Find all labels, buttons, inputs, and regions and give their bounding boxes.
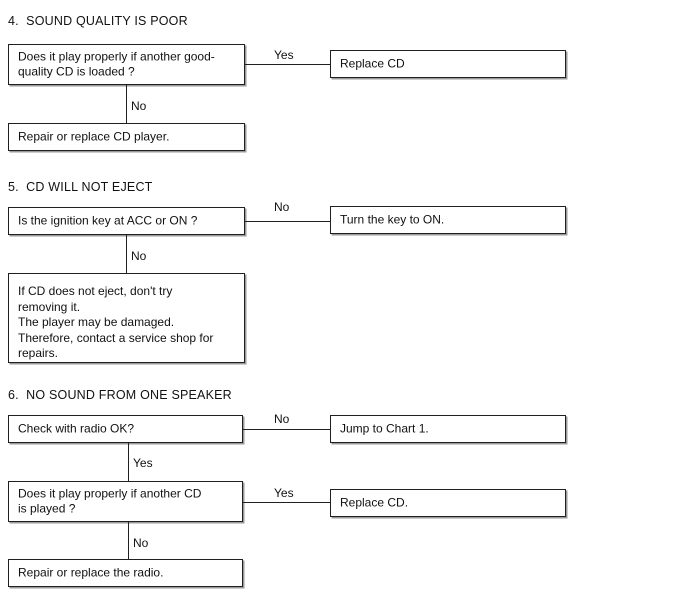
action-box-replace-cd[interactable]: Replace CD [330,50,566,78]
action-box-repair-radio-text: Repair or replace the radio. [18,565,164,580]
edge-no-ignition-key [245,221,330,222]
edge-no-check-radio [243,429,330,430]
edge-yes-check-radio [128,443,129,481]
edge-label-no-check-radio: No [274,412,290,426]
edge-yes-another-cd [243,502,330,503]
edge-no-another-cd [128,522,129,559]
decision-box-ignition-key-text: Is the ignition key at ACC or ON ? [18,213,198,228]
edge-label-no-sound-quality: No [131,99,147,113]
decision-box-sound-quality[interactable]: Does it play properly if another good- q… [8,44,245,85]
edge-label-no-another-cd: No [133,536,149,550]
section-heading-5: 5. CD WILL NOT EJECT [8,180,153,194]
section-heading-4: 4. SOUND QUALITY IS POOR [8,14,188,28]
decision-box-check-radio-text: Check with radio OK? [18,421,135,436]
decision-box-another-cd-text: Does it play properly if another CD is p… [18,486,202,516]
section-heading-6: 6. NO SOUND FROM ONE SPEAKER [8,388,232,402]
decision-box-sound-quality-text: Does it play properly if another good- q… [18,49,215,79]
edge-yes-sound-quality [245,64,330,65]
action-box-jump-chart-1[interactable]: Jump to Chart 1. [330,415,566,443]
action-box-replace-cd-2-text: Replace CD. [340,495,409,510]
action-box-do-not-force-eject-text: If CD does not eject, don't try removing… [18,284,214,360]
edge-no-sound-quality [126,85,127,123]
decision-box-check-radio[interactable]: Check with radio OK? [8,415,243,443]
action-box-repair-cd-player[interactable]: Repair or replace CD player. [8,123,245,151]
edge-label-yes-another-cd: Yes [274,486,294,500]
action-box-turn-key-on-text: Turn the key to ON. [340,212,445,227]
decision-box-ignition-key[interactable]: Is the ignition key at ACC or ON ? [8,207,245,235]
edge-label-no-eject: No [131,249,147,263]
edge-label-no-ignition-key: No [274,200,290,214]
action-box-repair-cd-player-text: Repair or replace CD player. [18,129,170,144]
edge-label-yes-sound-quality: Yes [274,48,294,62]
edge-no-eject [126,235,127,273]
action-box-do-not-force-eject[interactable]: If CD does not eject, don't try removing… [8,273,245,363]
action-box-replace-cd-text: Replace CD [340,56,405,71]
action-box-jump-chart-1-text: Jump to Chart 1. [340,421,429,436]
action-box-replace-cd-2[interactable]: Replace CD. [330,489,566,517]
decision-box-another-cd[interactable]: Does it play properly if another CD is p… [8,481,243,522]
action-box-repair-radio[interactable]: Repair or replace the radio. [8,559,243,587]
action-box-turn-key-on[interactable]: Turn the key to ON. [330,206,566,234]
edge-label-yes-check-radio: Yes [133,456,153,470]
